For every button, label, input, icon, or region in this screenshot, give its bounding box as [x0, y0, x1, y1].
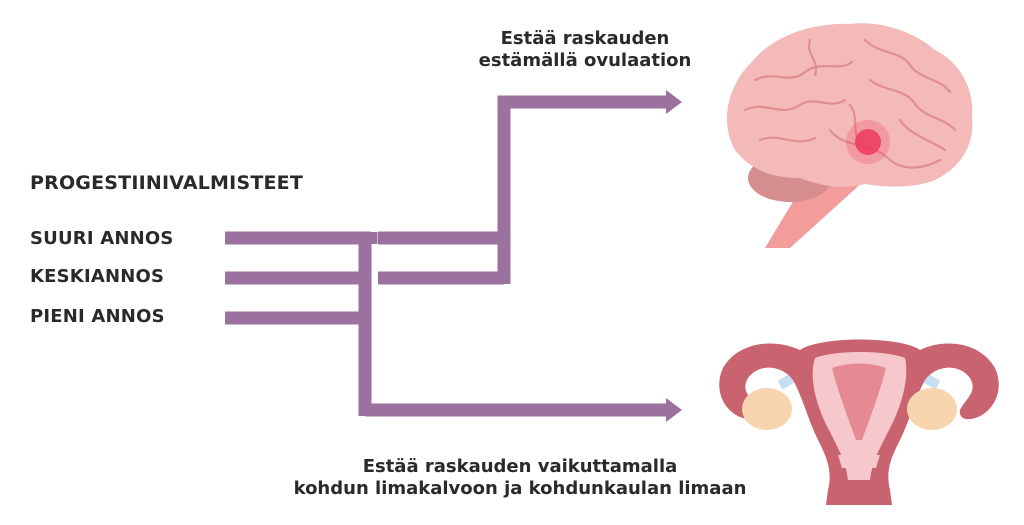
arrow-head-bottom — [666, 398, 682, 422]
bottom-caption-line-1: Estää raskauden vaikuttamalla — [362, 456, 678, 477]
dose-label-pieni: PIENI ANNOS — [30, 306, 165, 327]
ovary-left — [742, 388, 792, 430]
connector-lines — [225, 95, 668, 417]
brain-stem — [765, 180, 865, 248]
top-caption-line-2: estämällä ovulaation — [478, 50, 692, 71]
top-caption: Estää raskauden estämällä ovulaation — [440, 28, 730, 72]
diagram-title: PROGESTIINIVALMISTEET — [30, 172, 304, 194]
dose-label-keski: KESKIANNOS — [30, 266, 165, 287]
bottom-caption-line-2: kohdun limakalvoon ja kohdunkaulan limaa… — [293, 478, 747, 499]
bottom-caption: Estää raskauden vaikuttamalla kohdun lim… — [240, 456, 800, 500]
connector-to-top — [497, 95, 668, 284]
arrow-head-top — [666, 90, 682, 114]
brain-icon — [726, 23, 973, 248]
uterus-cavity — [832, 363, 886, 440]
uterus-icon — [719, 339, 999, 505]
uterus-cervix — [838, 455, 880, 468]
ovary-right — [907, 388, 957, 430]
brain-hotspot — [855, 129, 881, 155]
dose-label-suuri: SUURI ANNOS — [30, 228, 174, 249]
top-caption-line-1: Estää raskauden — [500, 28, 670, 49]
